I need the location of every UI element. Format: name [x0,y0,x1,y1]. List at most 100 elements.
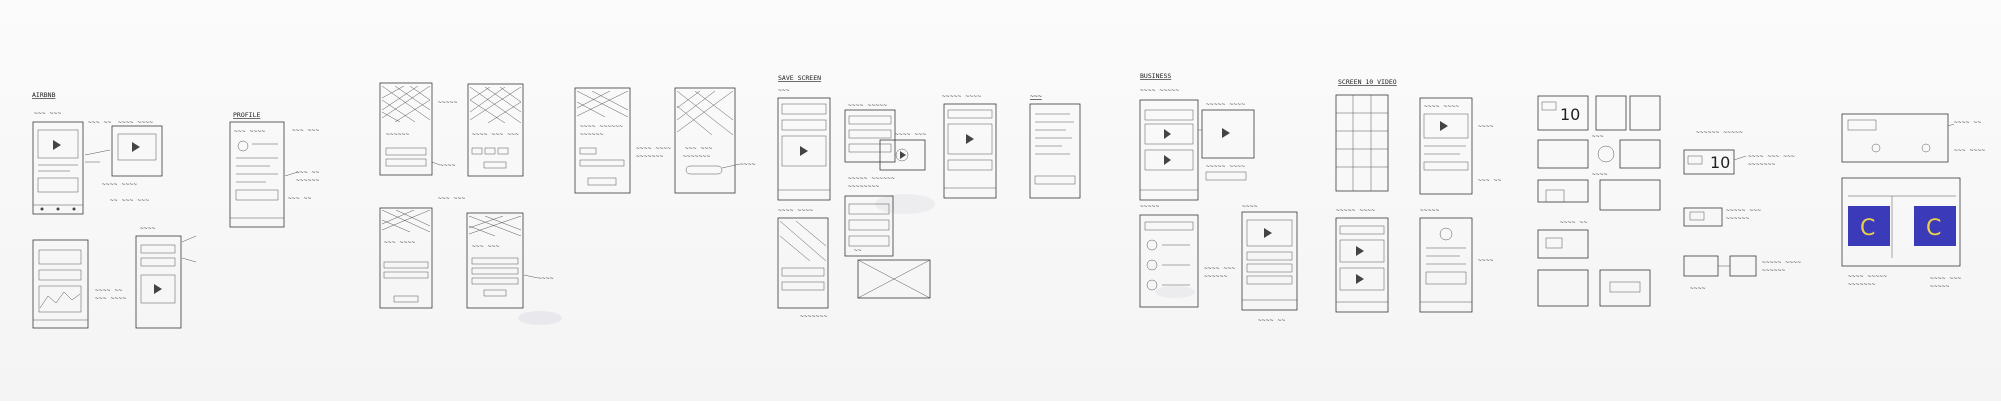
sketch-note: ~~~ ~~~ [685,145,712,152]
video-panel [1246,219,1293,247]
sketch-note: ~~~ ~~~ [472,243,499,250]
card-wireframe [1537,179,1589,203]
paper-smudge [518,311,562,325]
section-profile: PROFILE ~~~ ~~~~ ~~~ ~~~ ~~~ ~~ ~~~~~~ ~… [229,111,320,228]
content-card [781,119,827,131]
blue-panel [1848,206,1890,246]
card-wireframe [1729,255,1757,277]
play-icon [966,134,974,144]
section-title: PROFILE [233,111,260,119]
button-box [685,165,723,175]
arrow [181,235,197,243]
avatar [1146,259,1158,271]
glyph-c: C [1860,216,1875,241]
sketch-note: ~~~~ ~~ [95,287,122,294]
sketch-note: ~~~~ [1478,123,1494,130]
content-card [848,235,890,247]
sketch-note: ~~~ ~~ [296,169,320,176]
card-wireframe [1537,269,1589,307]
sketch-note: ~~~~ ~~ [1560,219,1587,226]
arrow [431,161,441,166]
play-icon [1164,129,1171,139]
card-wireframe [1619,139,1661,169]
paper-smudge [1155,286,1195,298]
avatar [1871,143,1881,153]
input-box [848,143,892,153]
sketch-note: ~~~ ~~ [288,195,312,202]
content-card [38,269,82,281]
sketch-note: ~~~~~~~ [683,153,710,160]
sketch-note: ~~~~~ ~~~~ [1206,101,1245,108]
phone-wireframe [674,87,736,194]
input-box [1246,275,1293,285]
sketch-note: ~~~~ ~~~~~ [1140,87,1179,94]
sketch-note: ~~~~ ~~~~ [778,207,813,214]
sketch-note: ~~~ [778,87,790,94]
avatar [1439,227,1453,241]
sketch-note: ~~~~~~ [580,131,604,138]
video-panel [1144,149,1194,171]
section-timer-flow: ~~~~~~ ~~~~~ 10 ~~~~ ~~~ ~~~ ~~~~~~~ ~~~… [1683,129,1801,292]
video-panel [117,133,157,161]
section-title: BUSINESS [1140,72,1171,80]
sketch-note: ~~~~ [1242,203,1258,210]
header-panel [38,249,82,265]
input-box [140,257,176,267]
blue-panel [1914,206,1956,246]
sketch-note: ~~~~ [1478,257,1494,264]
sketch-note: ~~~ ~~ [1478,177,1502,184]
sketch-note: ~~~~ [740,161,756,168]
sketch-note: ~~ [854,247,862,254]
video-panel [1339,267,1385,291]
sketch-note: ~~~~ [1690,285,1706,292]
section-components: 10 ~~~ ~~~~ ~~~~ ~~ [1537,95,1661,307]
video-panel [781,135,827,167]
phone-wireframe [1335,217,1389,313]
phone-wireframe [229,121,285,228]
video-panel [1339,239,1385,263]
big-number: 10 [1710,153,1730,172]
video-panel [140,274,176,304]
card-wireframe [1683,207,1723,227]
image-placeholder [469,216,521,236]
sketch-note: ~~~ ~~~ [438,195,465,202]
input-box [385,147,427,156]
search-box [947,109,993,119]
header-panel [781,103,827,115]
sketch-note: ~~~~~ [1930,283,1950,290]
section-final-layout: ~~~~ ~~ ~~~ ~~~~ C C ~~~~ ~~~~~ ~~~~~~~ … [1841,113,1985,290]
sketch-note: ~~~~~ ~~~~~~ [848,175,895,182]
tablet-wireframe [1841,113,1949,163]
phone-wireframe [1241,211,1298,311]
social-button [484,147,496,155]
card-wireframe [1537,229,1589,259]
sketch-note: ~~~~~~~ [636,153,663,160]
avatar [1146,239,1158,251]
sketch-note: ~~~~ ~~~ [1204,265,1235,272]
image-placeholder [382,86,430,122]
sketch-note: ~~~~ [440,162,456,169]
phone-wireframe [1419,217,1473,313]
input-box [1609,281,1641,293]
phone-wireframe [467,83,524,177]
header-panel [1847,119,1877,131]
header-panel [1339,225,1385,235]
card-wireframe [1201,109,1255,159]
card-wireframe [1629,95,1661,131]
sketch-note: ~~~ ~~~ [34,110,61,117]
input-box [471,277,519,285]
sketch-note: ~~~~ ~~~ ~~~ [472,131,519,138]
sketch-note: ~~~~~~~ [800,313,827,320]
image-placeholder [577,91,628,117]
section-airbnb: AIRBNB ~~~ ~~~ ~~~ ~~ ~~~~ ~~~~ ~~~~ ~~~… [32,91,197,329]
input-box [781,281,825,291]
avatar [1146,279,1158,291]
play-icon [154,284,162,294]
section-video-grid: SCREEN 10 VIDEO ~~~~ ~~~~ ~~~~ ~~~ ~~ ~~… [1335,78,1502,313]
phone-wireframe [1419,97,1473,195]
play-icon [800,146,808,156]
play-icon [1164,155,1171,165]
sketch-note: ~~~ ~~ [88,119,112,126]
image-placeholder [382,210,430,232]
video-panel [1423,113,1469,139]
